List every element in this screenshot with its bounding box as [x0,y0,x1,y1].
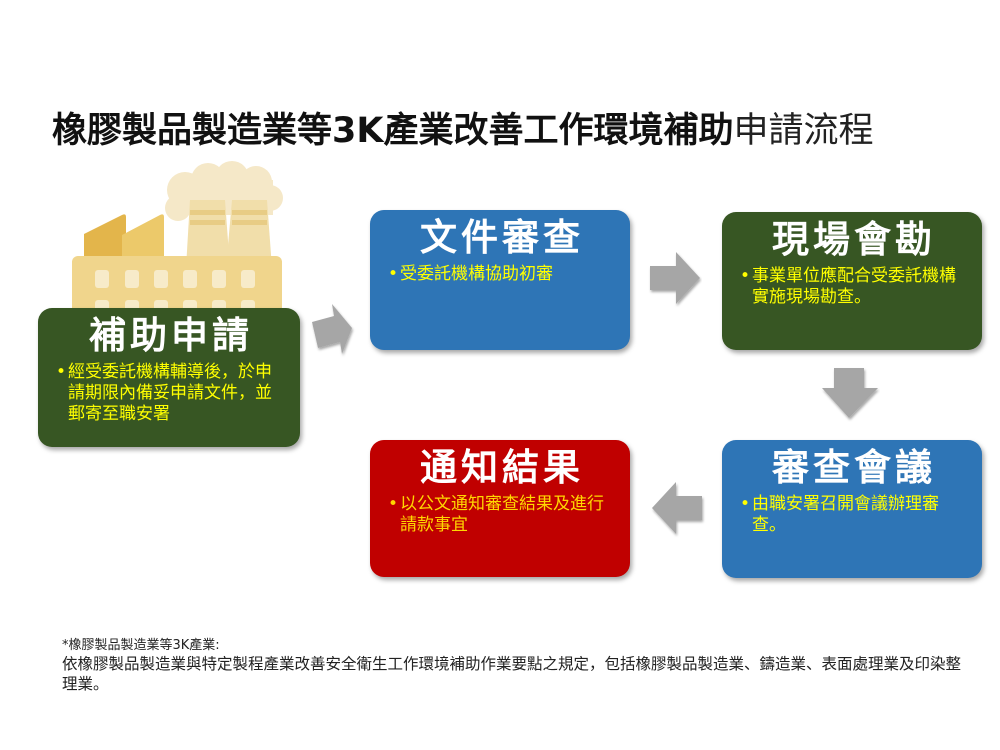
step-notify-result-box: 通知結果 以公文通知審查結果及進行請款事宜 [370,440,630,577]
step-site-inspection-heading: 現場會勘 [772,218,936,261]
step-document-review-heading: 文件審查 [420,216,584,259]
arrow-up-right-icon [312,304,352,354]
footnote: *橡膠製品製造業等3K產業: 依橡膠製品製造業與特定製程產業改善安全衛生工作環境… [62,638,962,694]
title-bold-part: 橡膠製品製造業等3K產業改善工作環境補助 [52,111,734,151]
step-review-meeting-heading: 審查會議 [772,446,936,489]
title-light-part: 申請流程 [733,111,874,151]
step-site-inspection-bullet: 事業單位應配合受委託機構實施現場勘查。 [740,266,964,308]
page-title: 橡膠製品製造業等3K產業改善工作環境補助申請流程 [52,108,972,154]
step-site-inspection-box: 現場會勘 事業單位應配合受委託機構實施現場勘查。 [722,212,982,350]
step-apply-bullet: 經受委託機構輔導後，於申請期限內備妥申請文件，並郵寄至職安署 [56,362,282,425]
step-document-review-box: 文件審查 受委託機構協助初審 [370,210,630,350]
step-notify-result-bullet: 以公文通知審查結果及進行請款事宜 [388,494,614,536]
arrow-left-icon [652,482,702,534]
footnote-title: *橡膠製品製造業等3K產業: [62,638,220,653]
step-notify-result-heading: 通知結果 [420,446,584,489]
arrow-right-icon [650,252,700,304]
factory-icon [72,161,283,320]
step-apply-box: 補助申請 經受委託機構輔導後，於申請期限內備妥申請文件，並郵寄至職安署 [38,308,300,447]
step-document-review-bullet: 受委託機構協助初審 [388,264,616,285]
step-review-meeting-bullet: 由職安署召開會議辦理審查。 [740,494,964,536]
step-review-meeting-box: 審查會議 由職安署召開會議辦理審查。 [722,440,982,578]
arrow-down-icon [822,368,878,418]
step-apply-heading: 補助申請 [89,314,253,357]
footnote-body: 依橡膠製品製造業與特定製程產業改善安全衛生工作環境補助作業要點之規定，包括橡膠製… [62,655,962,693]
